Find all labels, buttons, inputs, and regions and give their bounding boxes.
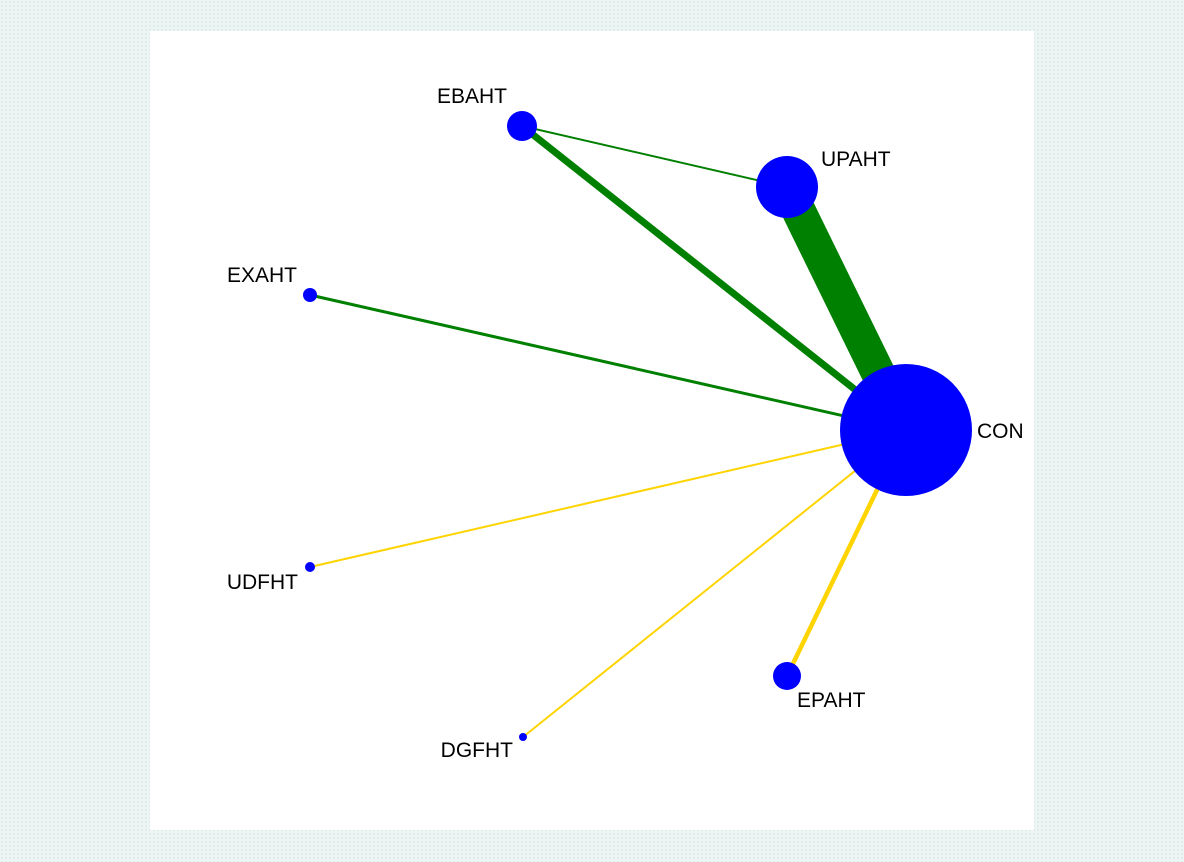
node-label-epaht: EPAHT (797, 689, 866, 712)
edges-layer (309, 123, 922, 738)
node-ebaht (507, 111, 537, 141)
node-upaht (756, 156, 818, 218)
edge-ebaht-con (519, 123, 909, 433)
node-label-ebaht: EBAHT (437, 85, 507, 108)
node-label-con: CON (977, 420, 1024, 443)
node-udfht (305, 562, 315, 572)
node-label-dgfht: DGFHT (441, 739, 513, 762)
node-label-exaht: EXAHT (227, 264, 297, 287)
node-con (840, 364, 972, 496)
node-dgfht (519, 733, 527, 741)
nodes-layer (303, 111, 972, 741)
edge-ebaht-upaht (521, 125, 788, 188)
edge-udfht-con (309, 429, 907, 568)
edge-dgfht-con (522, 429, 907, 738)
edge-exaht-con (309, 293, 907, 432)
labels-layer: EBAHT UPAHT EXAHT CON UDFHT DGFHT EPAHT (227, 85, 1024, 762)
node-epaht (773, 662, 801, 690)
node-label-udfht: UDFHT (227, 571, 298, 594)
node-label-upaht: UPAHT (821, 148, 891, 171)
node-exaht (303, 288, 317, 302)
